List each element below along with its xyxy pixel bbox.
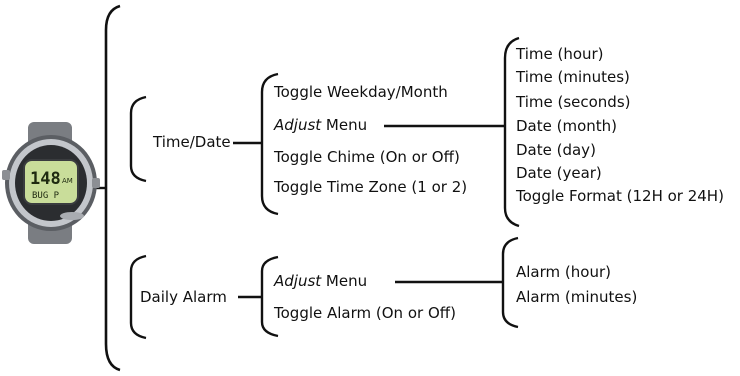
alarm-adjust-item: Alarm (hour) [516,263,611,281]
timedate-bracket [129,95,147,183]
branch-label-time-date: Time/Date [153,133,231,151]
timedate-adjust-item: Time (hour) [516,45,604,63]
watch-display-sub: AM [62,177,73,185]
timedate-adjust-item: Toggle Format (12H or 24H) [516,187,724,205]
timedate-option-weekday-month: Toggle Weekday/Month [274,83,448,101]
watch-display-text: 148 [30,169,61,189]
alarm-adjust-item: Alarm (minutes) [516,288,638,306]
adjust-prefix: Adjust [274,116,322,134]
alarm-adjust-bracket [501,236,519,329]
timedate-adjust-item: Date (day) [516,141,596,159]
timedate-adjust-bracket [503,36,520,228]
timedate-option-adjust-menu: Adjust Menu [274,115,367,135]
alarm-option-toggle-alarm: Toggle Alarm (On or Off) [274,304,456,322]
alarm-options-bracket [260,255,279,338]
timedate-adjust-item: Time (minutes) [516,68,630,86]
menu-suffix: Menu [321,272,368,290]
timedate-adjust-item: Date (year) [516,164,602,182]
timedate-option-chime: Toggle Chime (On or Off) [274,148,460,166]
adjust-prefix: Adjust [274,272,322,290]
watch-display-lower: BUG P [32,191,60,201]
branch-label-daily-alarm: Daily Alarm [140,288,227,306]
menu-suffix: Menu [321,116,368,134]
timedate-adjust-item: Time (seconds) [516,93,631,111]
timedate-option-time-zone: Toggle Time Zone (1 or 2) [274,178,468,196]
alarm-option-adjust-menu: Adjust Menu [274,271,367,291]
alarm-bracket [129,254,147,340]
timedate-adjust-item: Date (month) [516,117,618,135]
watch-icon: 148 AM BUG P [2,122,100,244]
main-bracket [104,4,121,372]
